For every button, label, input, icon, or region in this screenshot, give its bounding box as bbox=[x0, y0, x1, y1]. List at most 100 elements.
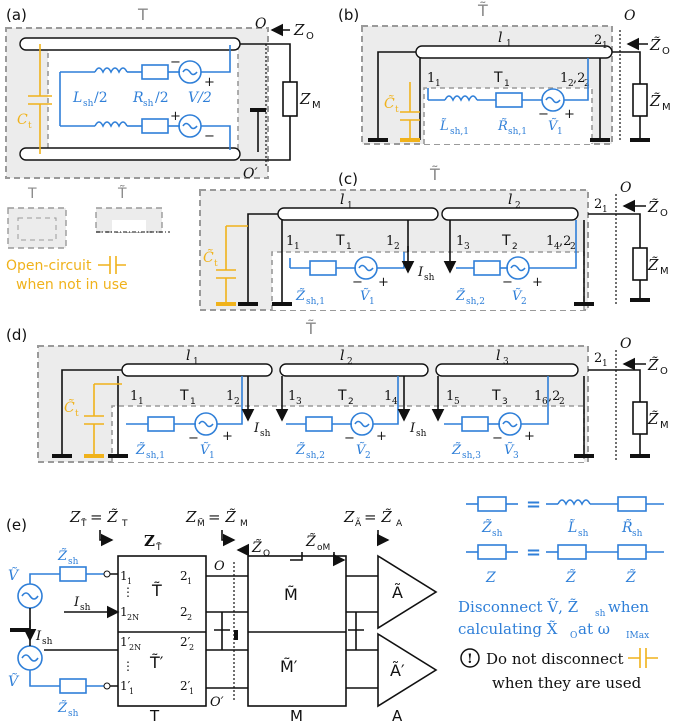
svg-text:Ṽ: Ṽ bbox=[548, 118, 559, 134]
svg-text:Z: Z bbox=[293, 21, 305, 39]
svg-text:1: 1 bbox=[130, 389, 138, 404]
svg-text:T: T bbox=[179, 388, 189, 404]
svg-text:sh,2: sh,2 bbox=[306, 451, 325, 461]
svg-text:1: 1 bbox=[602, 205, 608, 215]
svg-text:A: A bbox=[392, 707, 403, 723]
svg-text:1: 1 bbox=[189, 687, 194, 696]
svg-text:−: − bbox=[188, 431, 199, 446]
svg-text:T̃: T̃ bbox=[477, 1, 488, 20]
svg-text:M: M bbox=[312, 100, 321, 111]
svg-text:1: 1 bbox=[435, 79, 441, 89]
svg-text:1: 1 bbox=[120, 605, 128, 619]
svg-text:(e): (e) bbox=[6, 516, 27, 534]
svg-text:Z̃: Z̃ bbox=[647, 410, 659, 428]
svg-text:sh: sh bbox=[80, 603, 91, 613]
svg-text:O′: O′ bbox=[243, 166, 258, 182]
svg-text:sh: sh bbox=[416, 429, 427, 439]
svg-text:O′: O′ bbox=[210, 695, 224, 710]
svg-text:Z̃: Z̃ bbox=[647, 198, 659, 216]
svg-text:3: 3 bbox=[502, 397, 508, 407]
svg-text:O: O bbox=[662, 46, 670, 57]
svg-text:(b): (b) bbox=[338, 6, 359, 24]
svg-text:l: l bbox=[498, 30, 502, 46]
svg-text:C̃: C̃ bbox=[203, 248, 214, 266]
svg-text:O: O bbox=[660, 366, 668, 377]
svg-text:t: t bbox=[28, 121, 32, 131]
svg-text:1: 1 bbox=[386, 234, 394, 249]
svg-text:Z: Z bbox=[299, 90, 311, 108]
svg-text:−: − bbox=[204, 129, 215, 144]
svg-text:I: I bbox=[409, 421, 416, 436]
svg-text:+: + bbox=[170, 109, 181, 124]
svg-text:2: 2 bbox=[234, 397, 240, 407]
svg-text:L̃: L̃ bbox=[567, 518, 577, 536]
svg-text:sh,1: sh,1 bbox=[146, 451, 165, 461]
svg-text:2: 2 bbox=[187, 613, 192, 622]
svg-text:l: l bbox=[496, 348, 500, 364]
svg-text:1: 1 bbox=[193, 357, 199, 367]
svg-text:T̃: T̃ bbox=[429, 165, 440, 184]
svg-text:R: R bbox=[132, 90, 144, 106]
svg-text:2: 2 bbox=[594, 33, 602, 48]
svg-text:1: 1 bbox=[557, 127, 563, 137]
svg-text:Z̃: Z̃ bbox=[649, 36, 661, 54]
svg-text:sh: sh bbox=[632, 529, 643, 539]
svg-text:Z̃: Z̃ bbox=[451, 442, 462, 458]
svg-text:Ṽ: Ṽ bbox=[360, 288, 371, 304]
inductor-top bbox=[94, 67, 128, 74]
svg-text:sh,1: sh,1 bbox=[508, 127, 527, 137]
svg-text:Ṽ: Ṽ bbox=[8, 672, 20, 690]
svg-text:sh,1: sh,1 bbox=[306, 297, 325, 307]
svg-text:2: 2 bbox=[180, 605, 188, 619]
svg-text:t: t bbox=[214, 259, 218, 269]
svg-text:O: O bbox=[214, 559, 225, 574]
svg-text:1: 1 bbox=[347, 201, 353, 211]
svg-text:1: 1 bbox=[456, 234, 464, 249]
svg-text:T̃: T̃ bbox=[305, 319, 316, 338]
svg-text:5: 5 bbox=[454, 397, 460, 407]
svg-text:O: O bbox=[570, 631, 577, 641]
svg-text:,2: ,2 bbox=[573, 71, 585, 86]
svg-text:l: l bbox=[508, 192, 512, 208]
svg-text:sh,3: sh,3 bbox=[462, 451, 481, 461]
svg-text:T̃: T̃ bbox=[117, 185, 127, 202]
svg-text:C: C bbox=[17, 112, 28, 128]
svg-text:sh: sh bbox=[492, 529, 503, 539]
svg-text:O: O bbox=[624, 8, 636, 24]
svg-text:6: 6 bbox=[542, 397, 548, 407]
svg-text:=: = bbox=[526, 494, 541, 515]
svg-text:+: + bbox=[222, 429, 233, 444]
svg-text:1: 1 bbox=[602, 359, 608, 369]
inductor-bottom bbox=[94, 121, 128, 128]
svg-text:Z: Z bbox=[485, 570, 496, 586]
legend-boxes: T T̃ Open-circuit when not in use bbox=[6, 185, 170, 293]
svg-text:T: T bbox=[501, 233, 511, 249]
svg-text:Z̃: Z̃ bbox=[295, 288, 306, 304]
svg-text:I: I bbox=[253, 421, 260, 436]
svg-text:L̃: L̃ bbox=[439, 118, 449, 134]
svg-text:=: = bbox=[526, 542, 541, 563]
svg-text:R̃: R̃ bbox=[621, 518, 633, 536]
svg-text:2: 2 bbox=[394, 242, 400, 252]
svg-text:T: T bbox=[493, 70, 503, 86]
svg-text:2: 2 bbox=[189, 643, 194, 652]
svg-text:1: 1 bbox=[190, 397, 196, 407]
svg-text:Z̃: Z̃ bbox=[625, 568, 636, 586]
svg-text:1: 1 bbox=[546, 234, 554, 249]
svg-text:Z: Z bbox=[69, 508, 81, 526]
amp-a-prime bbox=[377, 632, 438, 708]
svg-text:Z: Z bbox=[185, 508, 197, 526]
resistor-zm-a bbox=[282, 81, 298, 117]
amp-a bbox=[377, 554, 438, 630]
svg-text:(d): (d) bbox=[6, 326, 27, 344]
svg-text:M: M bbox=[660, 266, 669, 277]
svg-text:+: + bbox=[532, 275, 543, 290]
svg-text:I: I bbox=[35, 629, 42, 644]
svg-text:+: + bbox=[564, 107, 575, 122]
svg-text:3: 3 bbox=[464, 242, 470, 252]
svg-text:1: 1 bbox=[369, 297, 375, 307]
svg-text:Z̃: Z̃ bbox=[135, 442, 146, 458]
svg-text:V/2: V/2 bbox=[188, 90, 212, 106]
svg-text:oM: oM bbox=[317, 543, 330, 553]
svg-text:T̃′: T̃′ bbox=[149, 653, 164, 672]
